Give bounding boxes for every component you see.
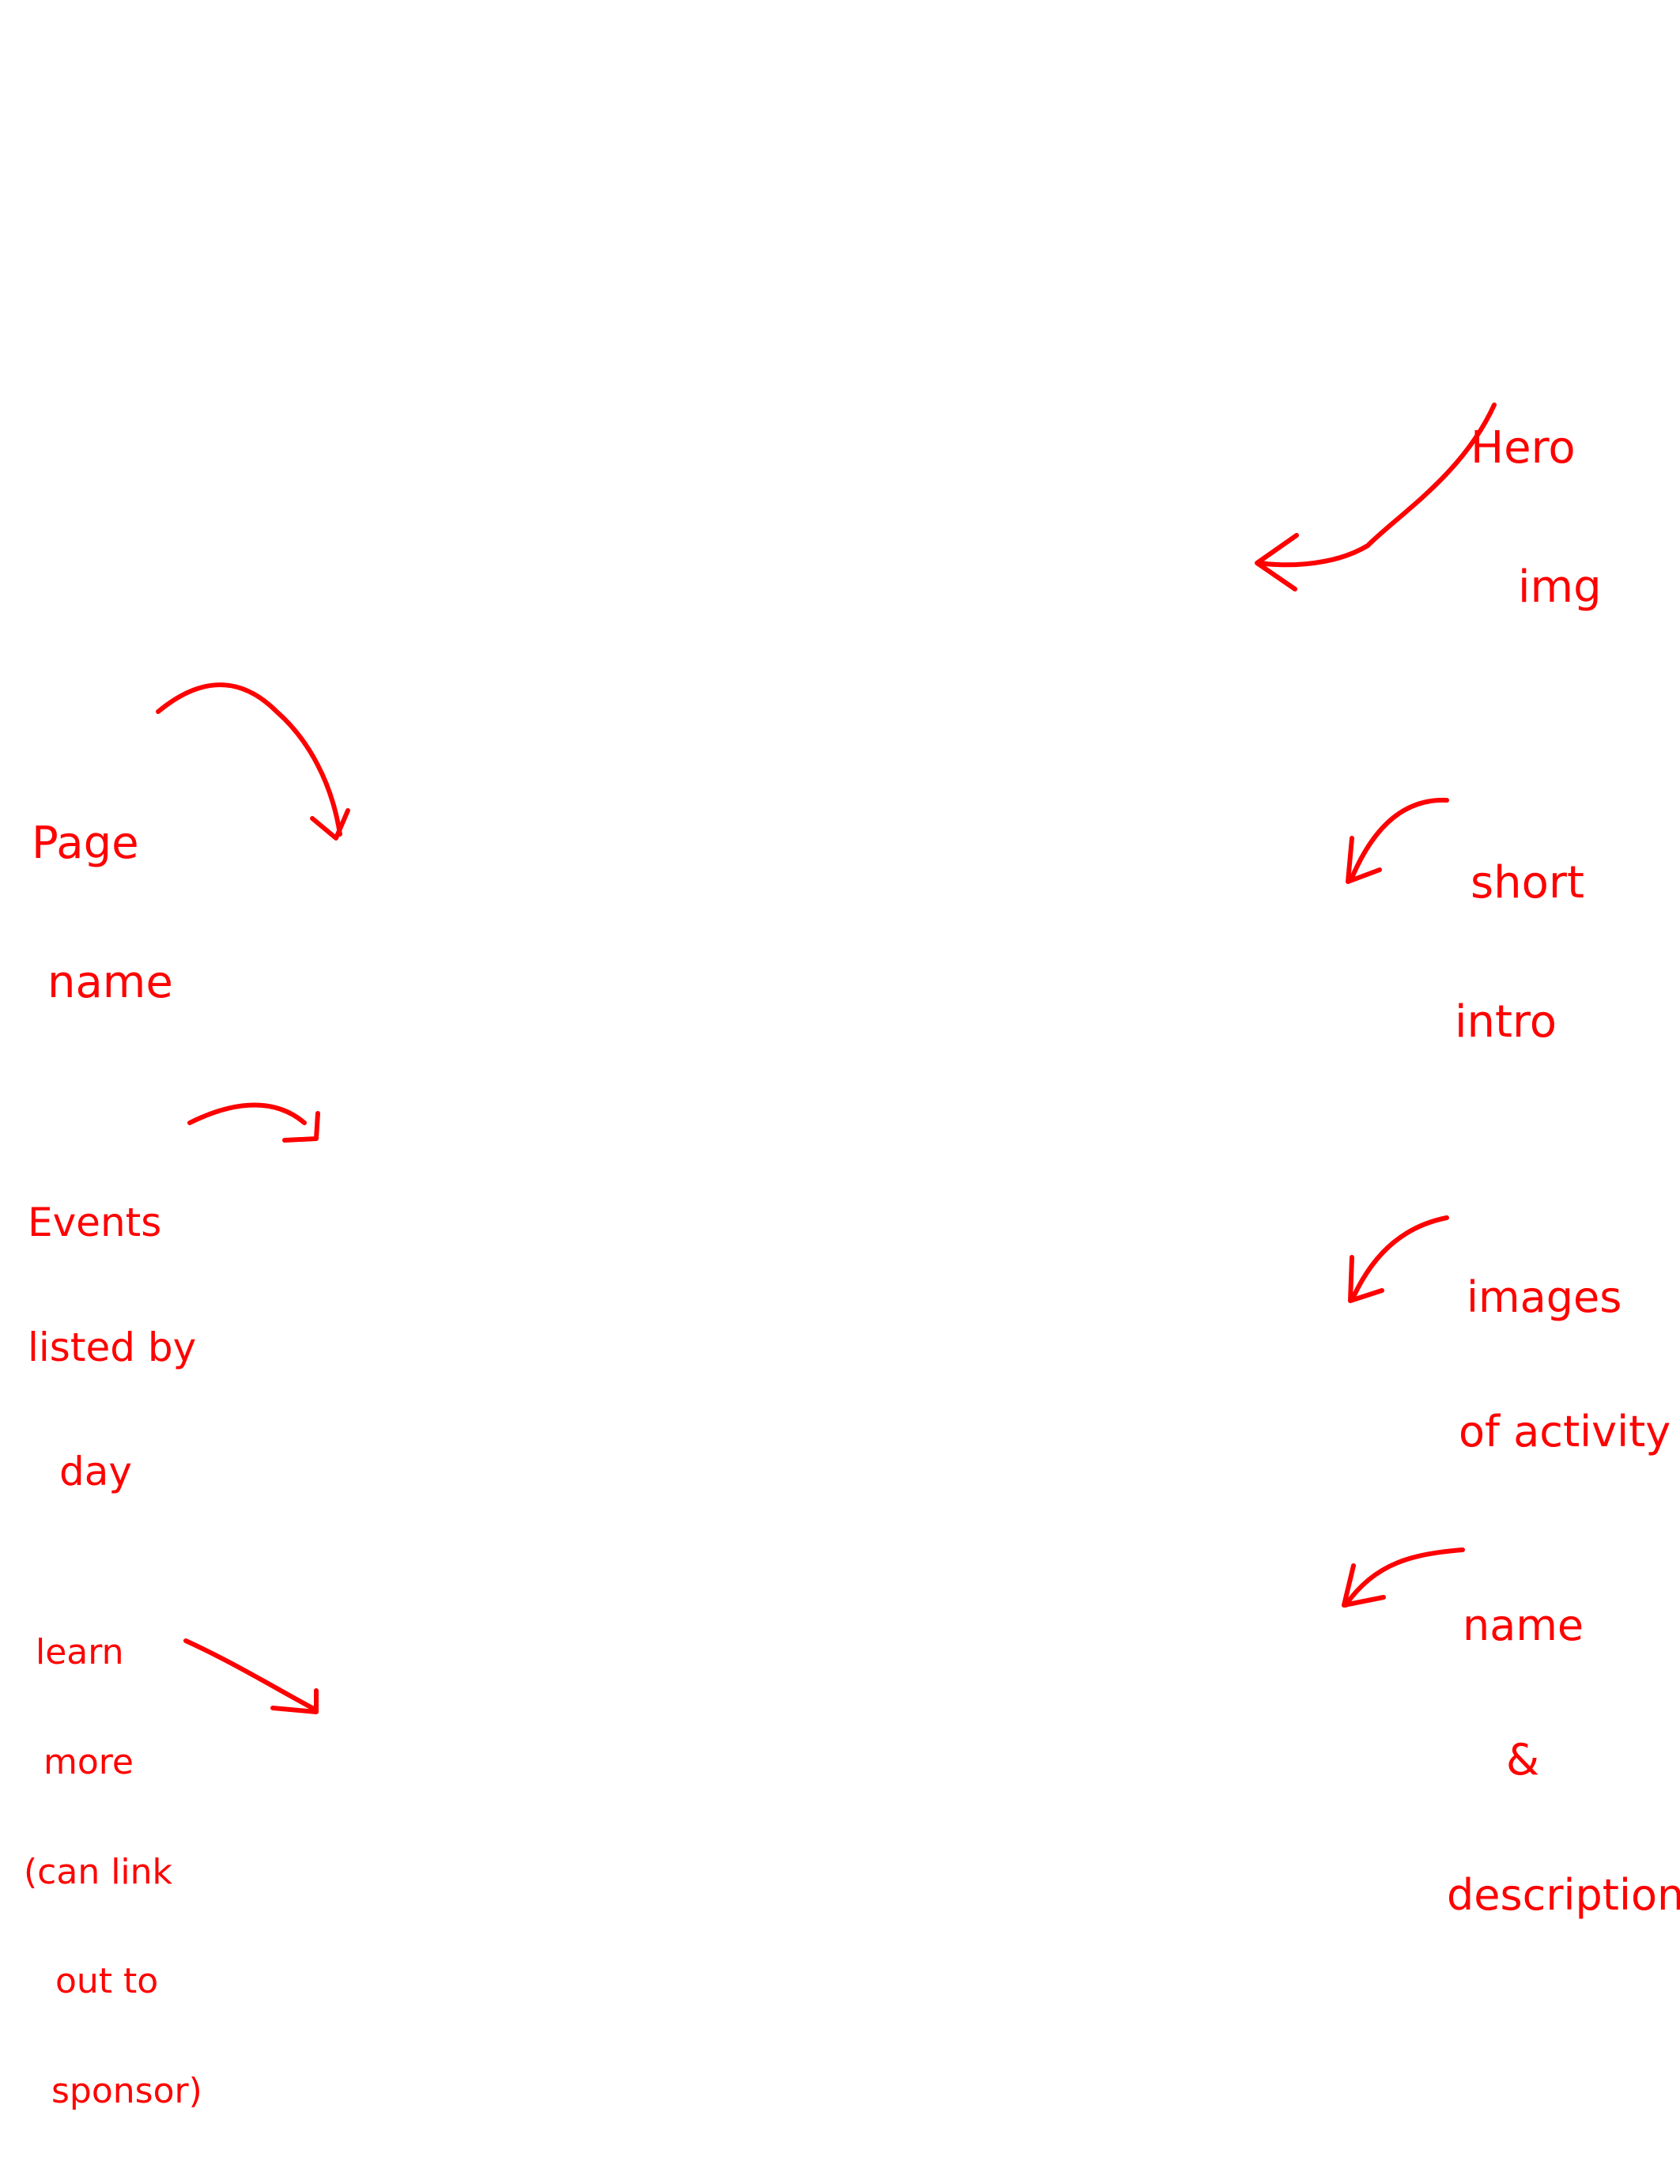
images-of-activity-note: images of activity [1459,1186,1671,1545]
learn-more-note-line-4: out to [55,1961,159,2002]
hero-img-note-line-1: Hero [1470,421,1576,474]
events-listed-note-line-2: listed by [28,1324,197,1370]
events-arrowhead [282,1111,320,1143]
name-description-arrow [1343,1547,1465,1608]
learn-more-note-line-3: (can link [24,1851,173,1892]
learn-more-arrowhead [270,1688,319,1714]
name-description-arrowhead [1342,1563,1386,1608]
page-name-note-line-1: Page [32,817,139,869]
hero-img-arrow [1259,402,1497,568]
events-listed-note-line-3: day [59,1449,132,1494]
name-description-note: name & description [1447,1514,1680,2008]
short-intro-arrow [1350,797,1449,880]
learn-more-arrow [183,1638,315,1710]
learn-more-note-line-1: learn [36,1632,124,1673]
images-arrow [1351,1215,1449,1299]
learn-more-note-line-5: sponsor) [51,2070,202,2111]
page-name-arrow [156,682,342,837]
learn-more-note-line-2: more [43,1741,134,1782]
short-intro-note: short intro [1455,767,1584,1139]
page-name-note-line-2: name [47,956,173,1008]
page-name-arrowhead [310,808,350,841]
name-description-note-line-3: description [1447,1869,1680,1920]
short-intro-note-line-2: intro [1455,996,1557,1048]
name-description-note-line-2: & [1506,1735,1540,1785]
images-of-activity-note-line-1: images [1467,1272,1622,1323]
hero-img-note: Hero img [1470,332,1602,704]
hero-img-note-line-2: img [1518,561,1602,613]
short-intro-note-line-1: short [1470,856,1584,909]
hero-img-arrowhead [1255,533,1299,591]
events-listed-note: Events listed by day [28,1119,196,1576]
name-description-note-line-1: name [1463,1600,1584,1651]
events-listed-note-line-1: Events [28,1200,162,1245]
images-arrowhead [1348,1255,1384,1303]
short-intro-arrowhead [1346,836,1382,884]
page-name-note: Page name [32,727,173,1099]
learn-more-note: learn more (can link out to sponsor) [24,1562,202,2182]
images-of-activity-note-line-2: of activity [1459,1407,1671,1457]
events-arrow [187,1102,307,1125]
